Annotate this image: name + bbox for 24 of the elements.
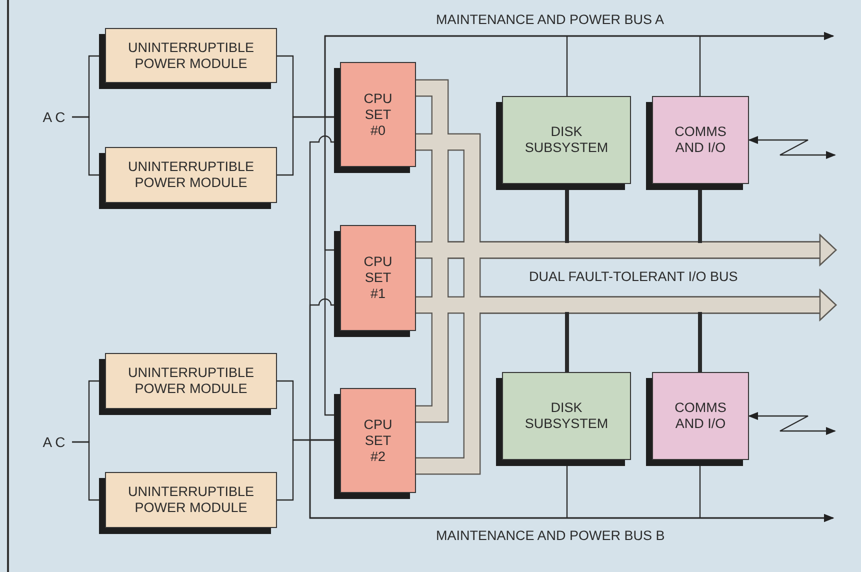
source-label: A C [42,434,66,450]
box-label: UNINTERRUPTIBLE POWER MODULE [126,159,255,191]
bus-arrow [309,439,834,522]
link-arrow [748,412,836,435]
bus-tap-line [565,312,569,372]
box-label: DISK SUBSYSTEM [524,124,610,156]
box-label: UNINTERRUPTIBLE POWER MODULE [126,40,255,72]
box-label: COMMS AND I/O [674,124,728,156]
connector-line [699,36,701,96]
bus-label: DUAL FAULT-TOLERANT I/O BUS [529,269,738,285]
box-label: CPU SET #2 [362,416,394,464]
bus-label: MAINTENANCE AND POWER BUS B [436,528,665,544]
box-label: CPU SET #1 [362,254,394,302]
connector-line [566,36,568,96]
box-label: UNINTERRUPTIBLE POWER MODULE [126,484,255,516]
bus-tap-line [698,312,702,372]
source-label: A C [42,109,66,125]
box-label: CPU SET #0 [362,90,394,138]
box-label: COMMS AND I/O [674,400,728,432]
bus-label: MAINTENANCE AND POWER BUS A [436,12,664,28]
link-arrow [748,136,836,159]
bus-arrow [324,32,834,416]
box-label: UNINTERRUPTIBLE POWER MODULE [126,365,255,397]
box-label: DISK SUBSYSTEM [524,400,610,432]
